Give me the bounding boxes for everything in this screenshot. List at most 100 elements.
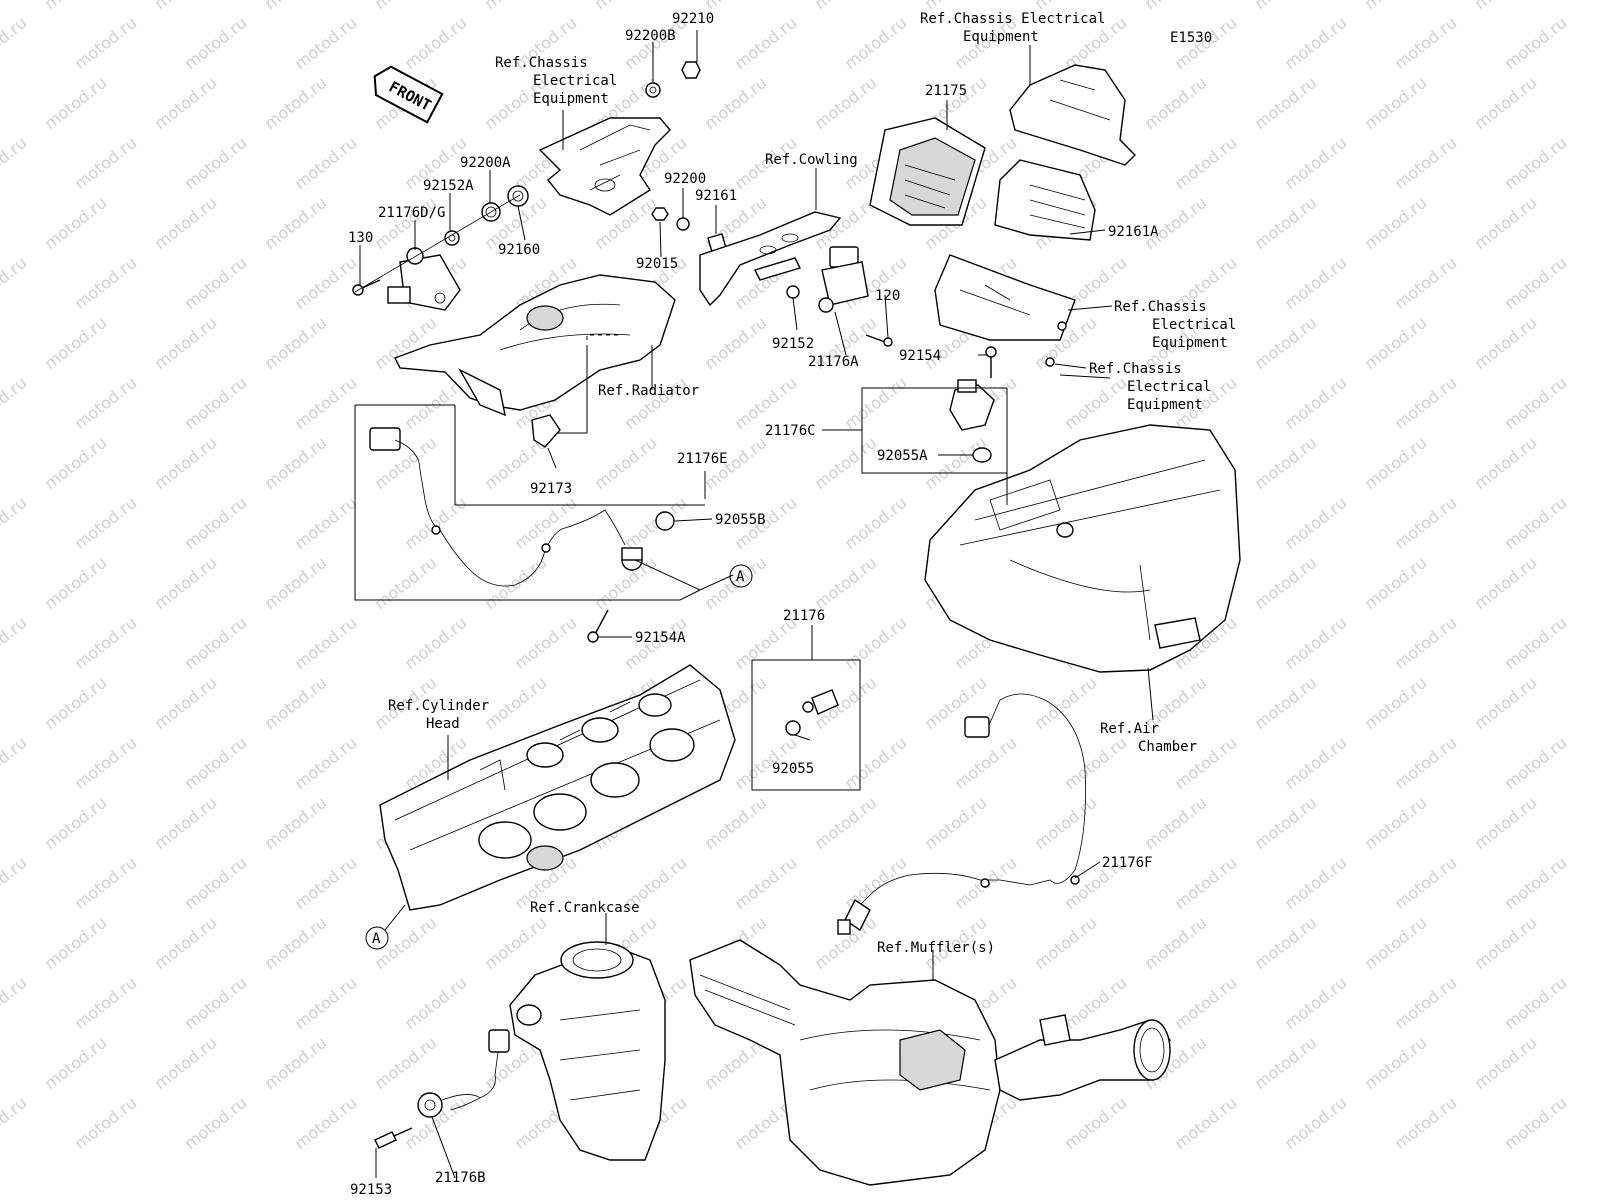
watermark-text: motod.ru: [1281, 733, 1351, 793]
watermark-text: motod.ru: [1171, 1093, 1241, 1153]
ring-92055: [786, 721, 800, 735]
label-92015: 92015: [636, 256, 678, 272]
watermark-text: motod.ru: [1031, 673, 1101, 733]
watermark-text: motod.ru: [1391, 493, 1461, 553]
watermark-text: motod.ru: [291, 853, 361, 913]
watermark-text: motod.ru: [181, 973, 251, 1033]
label-92152: 92152: [772, 336, 814, 352]
watermark-text: motod.ru: [1281, 493, 1351, 553]
watermark-text: motod.ru: [71, 253, 141, 313]
watermark-text: motod.ru: [0, 373, 30, 433]
label-ref-chassis-3c: Equipment: [1127, 397, 1203, 413]
watermark-text: motod.ru: [1171, 853, 1241, 913]
watermark-text: motod.ru: [1501, 253, 1571, 313]
ring-92055b: [656, 512, 674, 530]
watermark-text: motod.ru: [291, 373, 361, 433]
watermark-text: motod.ru: [151, 553, 221, 613]
label-92200b: 92200B: [625, 28, 676, 44]
watermark-text: motod.ru: [181, 493, 251, 553]
watermark-text: motod.ru: [291, 13, 361, 73]
label-120: 120: [875, 288, 900, 304]
label-ref-radiator: Ref.Radiator: [598, 383, 699, 399]
watermark-text: motod.ru: [371, 1033, 441, 1093]
watermark-text: motod.ru: [151, 1033, 221, 1093]
watermark-text: motod.ru: [71, 493, 141, 553]
watermark-text: motod.ru: [1251, 1033, 1321, 1093]
watermark-text: motod.ru: [371, 0, 441, 13]
label-ref-chassis-top-b: Equipment: [963, 29, 1039, 45]
label-ref-air-chamber-a: Ref.Air: [1100, 721, 1159, 737]
watermark-text: motod.ru: [41, 913, 111, 973]
label-92210: 92210: [672, 11, 714, 27]
watermark-text: motod.ru: [71, 853, 141, 913]
label-21176c: 21176C: [765, 423, 816, 439]
muffler: [690, 940, 1170, 1185]
watermark-text: motod.ru: [1361, 433, 1431, 493]
watermark-text: motod.ru: [481, 673, 551, 733]
watermark-text: motod.ru: [1171, 133, 1241, 193]
svg-text:A: A: [372, 931, 381, 947]
watermark-text: motod.ru: [841, 493, 911, 553]
watermark-text: motod.ru: [811, 0, 881, 13]
label-21176a: 21176A: [808, 354, 859, 370]
watermark-text: motod.ru: [0, 493, 30, 553]
watermark-text: motod.ru: [511, 613, 581, 673]
watermark-text: motod.ru: [151, 313, 221, 373]
washer-92200b: [646, 83, 660, 97]
watermark-text: motod.ru: [1061, 733, 1131, 793]
ring-92152: [787, 286, 799, 298]
label-130: 130: [348, 230, 373, 246]
watermark-text: motod.ru: [1501, 1093, 1571, 1153]
watermark-text: motod.ru: [701, 73, 771, 133]
watermark-text: motod.ru: [1501, 493, 1571, 553]
watermark-text: motod.ru: [811, 73, 881, 133]
watermark-text: motod.ru: [401, 613, 471, 673]
label-92161a: 92161A: [1108, 224, 1159, 240]
watermark-text: motod.ru: [181, 253, 251, 313]
watermark-text: motod.ru: [1141, 73, 1211, 133]
watermark-text: motod.ru: [481, 913, 551, 973]
watermark-text: motod.ru: [1281, 373, 1351, 433]
watermark-text: motod.ru: [261, 793, 331, 853]
watermark-text: motod.ru: [401, 973, 471, 1033]
watermark-text: motod.ru: [1501, 853, 1571, 913]
label-ref-cylinder-head-b: Head: [426, 716, 460, 732]
watermark-text: motod.ru: [151, 913, 221, 973]
watermark-text: motod.ru: [591, 433, 661, 493]
watermark-text: motod.ru: [1501, 613, 1571, 673]
watermark-text: motod.ru: [0, 613, 30, 673]
watermark-text: motod.ru: [1501, 133, 1571, 193]
watermark-text: motod.ru: [41, 553, 111, 613]
watermark-text: motod.ru: [1281, 253, 1351, 313]
watermark-text: motod.ru: [401, 493, 471, 553]
watermark-text: motod.ru: [1141, 0, 1211, 13]
watermark-text: motod.ru: [1391, 133, 1461, 193]
watermark-text: motod.ru: [1391, 733, 1461, 793]
label-92200a: 92200A: [460, 155, 511, 171]
watermark-text: motod.ru: [261, 313, 331, 373]
watermark-text: motod.ru: [811, 553, 881, 613]
watermark-text: motod.ru: [1251, 553, 1321, 613]
watermark-text: motod.ru: [181, 1093, 251, 1153]
label-ref-air-chamber-b: Chamber: [1138, 739, 1197, 755]
watermark-text: motod.ru: [401, 13, 471, 73]
watermark-text: motod.ru: [1471, 673, 1541, 733]
watermark-text: motod.ru: [1471, 913, 1541, 973]
watermark-text: motod.ru: [1361, 553, 1431, 613]
watermark-text: motod.ru: [1471, 793, 1541, 853]
watermark-text: motod.ru: [1391, 973, 1461, 1033]
label-ref-mufflers: Ref.Muffler(s): [877, 940, 995, 956]
label-21176: 21176: [783, 608, 825, 624]
watermark-text: motod.ru: [41, 433, 111, 493]
watermark-text: motod.ru: [1391, 613, 1461, 673]
watermark-text: motod.ru: [1391, 853, 1461, 913]
watermark-text: motod.ru: [261, 673, 331, 733]
label-92055a: 92055A: [877, 448, 928, 464]
label-ref-chassis-3b: Electrical: [1127, 379, 1211, 395]
watermark-text: motod.ru: [1471, 553, 1541, 613]
label-21176f: 21176F: [1102, 855, 1153, 871]
watermark-text: motod.ru: [151, 73, 221, 133]
watermark-text: motod.ru: [261, 1033, 331, 1093]
